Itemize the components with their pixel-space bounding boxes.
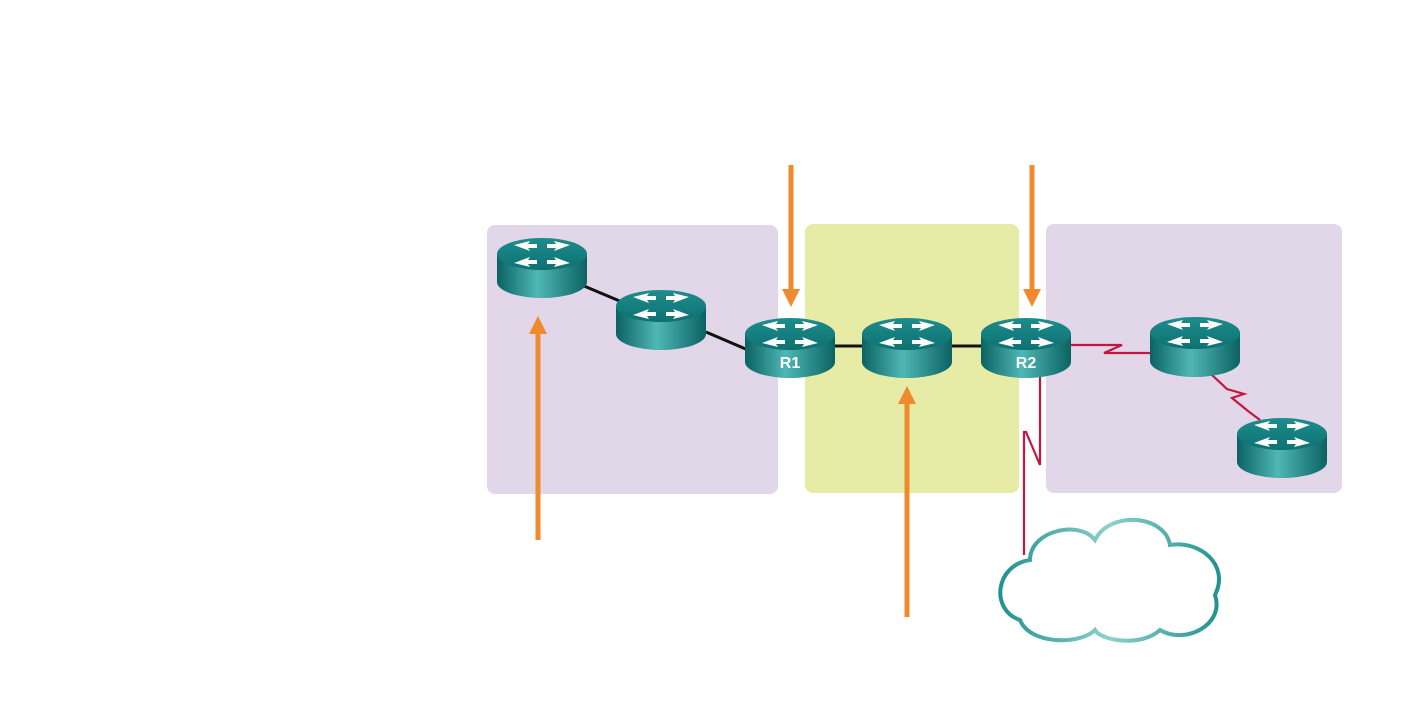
router-b[interactable] bbox=[616, 290, 706, 350]
router-e[interactable] bbox=[1237, 418, 1327, 478]
router-r1[interactable]: R1 bbox=[745, 318, 835, 378]
link-r2-router-d bbox=[1070, 343, 1154, 355]
link-router-d-router-e bbox=[1211, 374, 1261, 421]
ethernet-links bbox=[583, 284, 982, 352]
router-c[interactable] bbox=[862, 318, 952, 378]
pointer-arrows bbox=[529, 165, 1041, 617]
router-r2-label: R2 bbox=[1016, 355, 1037, 372]
cloud-icon[interactable] bbox=[998, 517, 1221, 643]
link-router-b-r1 bbox=[705, 330, 749, 352]
router-d[interactable] bbox=[1150, 317, 1240, 377]
router-r1-label: R1 bbox=[780, 355, 801, 372]
serial-links bbox=[1022, 343, 1261, 555]
router-r2[interactable]: R2 bbox=[981, 318, 1071, 378]
link-router-a-router-b bbox=[583, 284, 623, 304]
router-a[interactable] bbox=[497, 238, 587, 298]
link-r2-cloud bbox=[1022, 372, 1042, 555]
